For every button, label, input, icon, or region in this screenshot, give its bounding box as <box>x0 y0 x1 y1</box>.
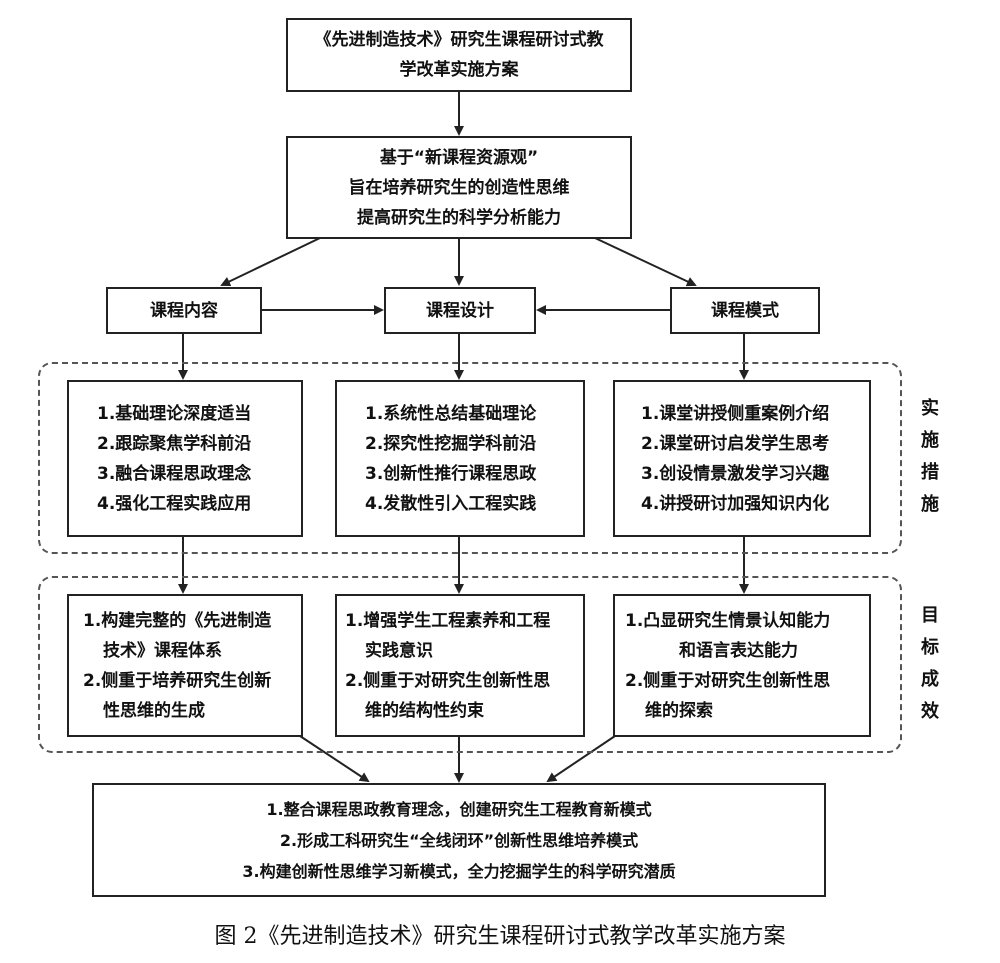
measures-label-char-2: 施 <box>921 430 939 451</box>
goals-label-char-2: 标 <box>921 637 939 658</box>
goals-design-box: 1.增强学生工程素养和工程 实践意识 2.侧重于对研究生创新性思 维的结构性约束 <box>335 594 585 737</box>
goal-design-1: 1.增强学生工程素养和工程 <box>345 610 551 631</box>
goals-label-char-1: 目 <box>921 605 939 626</box>
figure-caption: 图 2《先进制造技术》研究生课程研讨式教学改革实施方案 <box>214 924 786 949</box>
category-content-label: 课程内容 <box>150 300 218 321</box>
outcome-line-1: 1.整合课程思政教育理念，创建研究生工程教育新模式 <box>266 799 652 819</box>
category-mode-box: 课程模式 <box>670 287 820 334</box>
top-line-1: 《先进制造技术》研究生课程研讨式教 <box>314 30 604 50</box>
goal-design-4: 维的结构性约束 <box>365 700 484 721</box>
outcome-line-2: 2.形成工科研究生“全线闭环”创新性思维培养模式 <box>279 830 639 850</box>
category-content-box: 课程内容 <box>106 287 262 334</box>
goals-label-char-3: 成 <box>921 669 939 690</box>
basis-line-2: 旨在培养研究生的创造性思维 <box>348 177 570 198</box>
measures-group <box>38 362 902 554</box>
measures-mode-box: 1.课堂讲授侧重案例介绍 2.课堂研讨启发学生思考 3.创设情景激发学习兴趣 4… <box>613 380 871 537</box>
goal-mode-1: 1.凸显研究生情景认知能力 <box>625 610 831 631</box>
measures-side-label: 实 施 措 施 <box>915 393 945 521</box>
basis-line-1: 基于“新课程资源观” <box>379 147 539 168</box>
measure-mode-2: 2.课堂研讨启发学生思考 <box>641 433 830 454</box>
measures-label-char-1: 实 <box>921 398 939 419</box>
goal-mode-3: 2.侧重于对研究生创新性思 <box>625 670 831 691</box>
category-design-box: 课程设计 <box>384 287 536 334</box>
measure-mode-1: 1.课堂讲授侧重案例介绍 <box>641 403 830 424</box>
measure-design-2: 2.探究性挖掘学科前沿 <box>365 433 537 454</box>
arrow-basis-to-content <box>220 237 321 287</box>
measure-content-4: 4.强化工程实践应用 <box>97 493 252 514</box>
measure-content-1: 1.基础理论深度适当 <box>97 403 252 424</box>
goal-mode-2: 和语言表达能力 <box>679 640 798 661</box>
outcome-line-3: 3.构建创新性思维学习新模式，全力挖掘学生的科学研究潜质 <box>242 861 676 881</box>
measures-label-char-3: 措 <box>921 462 939 483</box>
goals-mode-box: 1.凸显研究生情景认知能力 和语言表达能力 2.侧重于对研究生创新性思 维的探索 <box>613 594 871 737</box>
measure-design-3: 3.创新性推行课程思政 <box>365 463 537 484</box>
basis-line-3: 提高研究生的科学分析能力 <box>357 207 561 228</box>
arrow-goals-content-to-outcome <box>299 735 370 783</box>
goal-mode-4: 维的探索 <box>645 700 713 721</box>
goal-design-3: 2.侧重于对研究生创新性思 <box>345 670 551 691</box>
goals-side-label: 目 标 成 效 <box>915 600 945 728</box>
goal-content-4: 性思维的生成 <box>103 700 205 721</box>
goals-group <box>38 576 902 753</box>
measures-design-box: 1.系统性总结基础理论 2.探究性挖掘学科前沿 3.创新性推行课程思政 4.发散… <box>335 380 585 537</box>
measure-content-2: 2.跟踪聚焦学科前沿 <box>97 433 252 454</box>
measures-label-char-4: 施 <box>921 494 939 515</box>
category-mode-label: 课程模式 <box>711 300 779 321</box>
goal-content-1: 1.构建完整的《先进制造 <box>83 610 272 631</box>
measure-mode-4: 4.讲授研讨加强知识内化 <box>641 493 830 514</box>
category-design-label: 课程设计 <box>426 300 494 321</box>
measures-content-box: 1.基础理论深度适当 2.跟踪聚焦学科前沿 3.融合课程思政理念 4.强化工程实… <box>67 380 303 537</box>
goals-content-box: 1.构建完整的《先进制造 技术》课程体系 2.侧重于培养研究生创新 性思维的生成 <box>67 594 303 737</box>
measure-design-1: 1.系统性总结基础理论 <box>365 403 537 424</box>
arrow-basis-to-mode <box>594 237 697 287</box>
top-plan-box: 《先进制造技术》研究生课程研讨式教 学改革实施方案 <box>286 18 632 92</box>
goals-label-char-4: 效 <box>921 701 939 722</box>
measure-mode-3: 3.创设情景激发学习兴趣 <box>641 463 830 484</box>
goal-content-3: 2.侧重于培养研究生创新 <box>83 670 272 691</box>
outcome-box: 1.整合课程思政教育理念，创建研究生工程教育新模式 2.形成工科研究生“全线闭环… <box>92 783 826 897</box>
goal-design-2: 实践意识 <box>365 640 433 661</box>
measure-content-3: 3.融合课程思政理念 <box>97 463 252 484</box>
goal-content-2: 技术》课程体系 <box>103 640 222 661</box>
arrow-goals-mode-to-outcome <box>546 735 616 783</box>
basis-box: 基于“新课程资源观” 旨在培养研究生的创造性思维 提高研究生的科学分析能力 <box>286 136 632 239</box>
measure-design-4: 4.发散性引入工程实践 <box>365 493 537 514</box>
top-line-2: 学改革实施方案 <box>399 60 519 80</box>
